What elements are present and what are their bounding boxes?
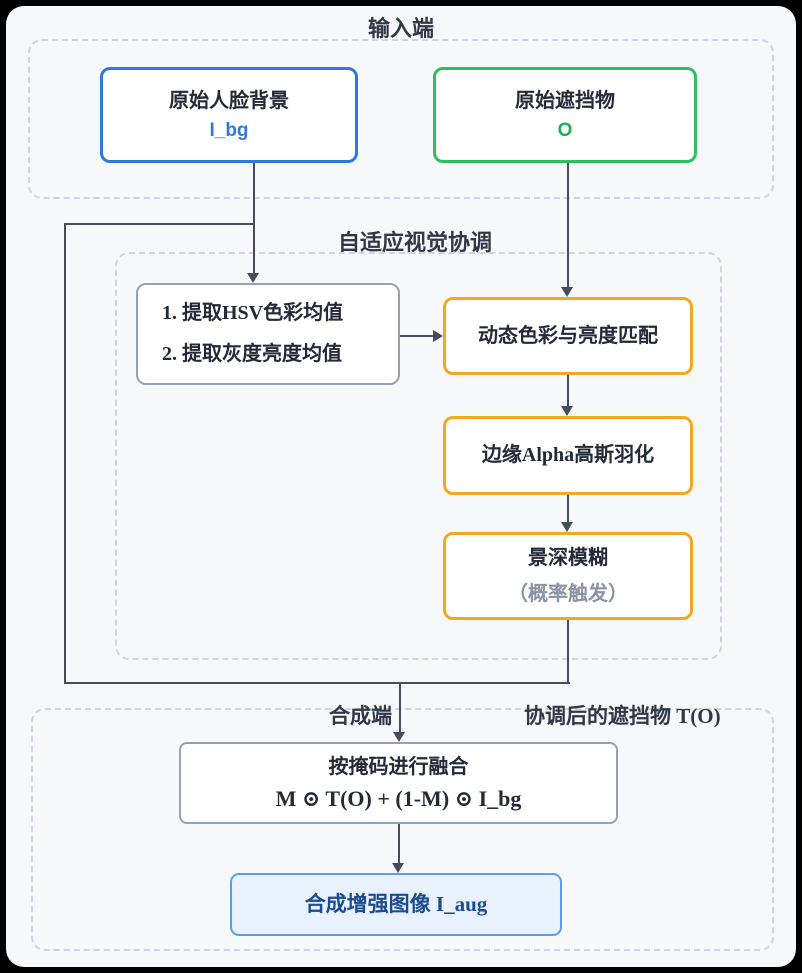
connector-match-to-feather xyxy=(567,375,569,407)
arrowhead-into-blur xyxy=(561,522,573,532)
depth-blur-note: （概率触发） xyxy=(508,583,628,605)
node-mask-blend: 按掩码进行融合 M ⊙ T(O) + (1-M) ⊙ I_bg xyxy=(179,742,618,824)
node-face-background: 原始人脸背景 I_bg xyxy=(100,67,358,163)
synthesis-section-container xyxy=(31,708,774,951)
node-color-brightness-match: 动态色彩与亮度匹配 xyxy=(443,297,693,375)
node-alpha-feather: 边缘Alpha高斯羽化 xyxy=(443,416,693,495)
arrowhead-into-color-match xyxy=(561,287,573,297)
feature-extract-step2: 2. 提取灰度亮度均值 xyxy=(162,343,342,365)
connector-facebg-branch-left xyxy=(64,223,255,225)
connector-facebg-down xyxy=(253,163,255,275)
face-background-symbol: I_bg xyxy=(209,119,249,141)
augmented-result-title: 合成增强图像 I_aug xyxy=(304,892,488,917)
connector-merge-down xyxy=(399,682,401,733)
connector-blend-to-result xyxy=(398,824,400,864)
connector-occluder-down xyxy=(567,163,569,289)
input-section-title: 输入端 xyxy=(367,16,434,41)
arrowhead-into-feather xyxy=(561,406,573,416)
color-brightness-match-title: 动态色彩与亮度匹配 xyxy=(478,324,658,347)
mask-blend-title: 按掩码进行融合 xyxy=(328,755,469,778)
diagram-panel: 输入端 自适应视觉协调 原始人脸背景 I_bg 原始遮挡物 O 1. 提取HSV… xyxy=(6,6,796,967)
input-section-container xyxy=(28,39,774,199)
node-depth-blur: 景深模糊 （概率触发） xyxy=(443,532,693,620)
connector-extract-to-match xyxy=(400,335,433,337)
connector-feather-to-blur xyxy=(567,495,569,523)
node-feature-extract: 1. 提取HSV色彩均值 2. 提取灰度亮度均值 xyxy=(136,283,400,385)
occluder-title: 原始遮挡物 xyxy=(515,89,615,112)
connector-blur-down xyxy=(567,620,569,684)
alpha-feather-title: 边缘Alpha高斯羽化 xyxy=(481,444,655,466)
occluder-symbol: O xyxy=(557,119,573,141)
synthesis-section-title: 合成端 xyxy=(329,704,392,728)
arrowhead-into-blend xyxy=(393,732,405,742)
node-augmented-result: 合成增强图像 I_aug xyxy=(230,873,562,936)
mask-blend-formula: M ⊙ T(O) + (1-M) ⊙ I_bg xyxy=(275,785,522,811)
node-occluder: 原始遮挡物 O xyxy=(433,67,697,163)
arrowhead-into-result xyxy=(392,863,404,873)
harmonize-section-title: 自适应视觉协调 xyxy=(337,230,492,255)
arrowhead-extract-to-match xyxy=(433,330,443,342)
face-background-title: 原始人脸背景 xyxy=(169,89,289,112)
connector-merge-horizontal xyxy=(64,682,570,684)
connector-bypass-left-vertical xyxy=(64,223,66,684)
harmonized-occluder-label: 协调后的遮挡物 T(O) xyxy=(524,704,721,728)
arrowhead-into-extract xyxy=(247,273,259,283)
harmonize-section-container xyxy=(115,252,722,660)
feature-extract-step1: 1. 提取HSV色彩均值 xyxy=(162,302,344,324)
depth-blur-title: 景深模糊 xyxy=(528,547,608,569)
